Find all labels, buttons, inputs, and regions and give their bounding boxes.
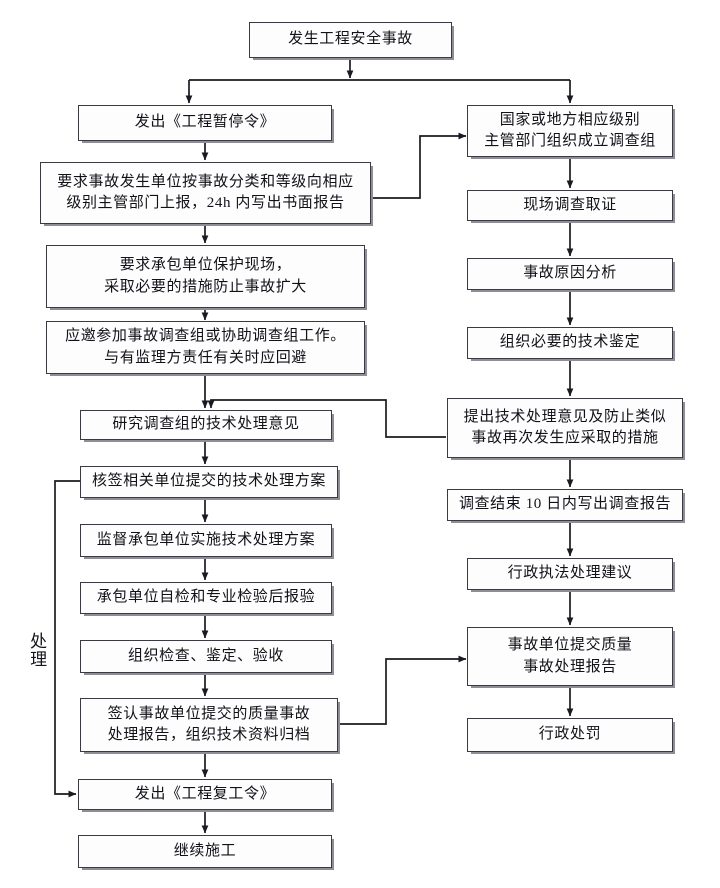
node-propose-measures[interactable]: 提出技术处理意见及防止类似 事故再次发生应采取的措施 — [447, 398, 683, 458]
node-accident-occurs[interactable]: 发生工程安全事故 — [249, 22, 452, 58]
node-unit-submit-quality-report[interactable]: 事故单位提交质量 事故处理报告 — [467, 627, 673, 686]
edge-n3-r1 — [371, 132, 467, 199]
node-self-inspection[interactable]: 承包单位自检和专业检验后报验 — [80, 582, 332, 614]
node-line-1: 现场调查取证 — [523, 196, 617, 213]
node-line-1: 国家或地方相应级别 — [499, 111, 641, 128]
node-administrative-penalty[interactable]: 行政处罚 — [467, 718, 673, 752]
node-line-2: 级别主管部门上报，24h 内写出书面报告 — [66, 195, 345, 211]
node-organize-inspection-acceptance[interactable]: 组织检查、鉴定、验收 — [80, 640, 332, 673]
node-line-1: 发生工程安全事故 — [288, 31, 413, 48]
node-line-1: 组织必要的技术鉴定 — [499, 334, 641, 351]
node-countersign-technical-plan[interactable]: 核签相关单位提交的技术处理方案 — [80, 466, 338, 498]
node-establish-investigation-group[interactable]: 国家或地方相应级别 主管部门组织成立调查组 — [467, 105, 673, 157]
node-site-investigation[interactable]: 现场调查取证 — [467, 190, 673, 221]
node-line-2: 采取必要的措施防止事故扩大 — [104, 278, 307, 295]
node-line-1: 发出《工程暂停令》 — [134, 114, 276, 131]
edge-n7-n12-loop — [54, 480, 80, 798]
node-cause-analysis[interactable]: 事故原因分析 — [467, 258, 673, 290]
node-line-1: 事故单位提交质量 — [507, 637, 633, 654]
node-line-1: 要求事故发生单位按事故分类和等级向相应 — [57, 173, 354, 190]
node-sign-report-archive[interactable]: 签认事故单位提交的质量事故 处理报告，组织技术资料归档 — [80, 698, 338, 752]
node-line-1: 承包单位自检和专业检验后报验 — [96, 589, 316, 606]
node-line-1: 行政处罚 — [538, 726, 602, 743]
node-issue-suspension-order[interactable]: 发出《工程暂停令》 — [78, 105, 332, 141]
node-line-1: 发出《工程复工令》 — [134, 785, 276, 802]
node-law-enforcement-suggestion[interactable]: 行政执法处理建议 — [467, 558, 673, 590]
node-line-2: 事故再次发生应采取的措施 — [471, 430, 659, 446]
node-line-1: 应邀参加事故调查组或协助调查组工作。 — [65, 328, 346, 345]
node-supervise-implementation[interactable]: 监督承包单位实施技术处理方案 — [80, 524, 332, 557]
node-line-2: 与有监理方责任有关时应回避 — [104, 349, 307, 366]
node-line-1: 研究调查组的技术处理意见 — [112, 416, 300, 433]
node-investigation-report-10days[interactable]: 调查结束 10 日内写出调查报告 — [447, 489, 683, 521]
node-line-2: 主管部门组织成立调查组 — [484, 133, 656, 149]
node-issue-resumption-order[interactable]: 发出《工程复工令》 — [78, 779, 332, 810]
node-study-technical-opinion[interactable]: 研究调查组的技术处理意见 — [80, 410, 332, 440]
node-line-1: 行政执法处理建议 — [507, 565, 633, 582]
node-line-1: 监督承包单位实施技术处理方案 — [96, 531, 316, 548]
node-line-2: 事故处理报告 — [523, 658, 617, 675]
node-line-2: 处理报告，组织技术资料归档 — [107, 727, 311, 743]
node-line-1: 继续施工 — [173, 842, 237, 859]
node-line-1: 提出技术处理意见及防止类似 — [463, 408, 667, 425]
node-report-to-authority[interactable]: 要求事故发生单位按事故分类和等级向相应 级别主管部门上报，24h 内写出书面报告 — [40, 162, 371, 224]
node-line-1: 事故原因分析 — [523, 265, 617, 282]
node-continue-construction[interactable]: 继续施工 — [78, 835, 332, 868]
node-technical-appraisal[interactable]: 组织必要的技术鉴定 — [467, 327, 673, 359]
node-line-1: 签认事故单位提交的质量事故 — [107, 705, 311, 722]
node-protect-site[interactable]: 要求承包单位保护现场， 采取必要的措施防止事故扩大 — [46, 245, 365, 308]
node-line-1: 调查结束 10 日内写出调查报告 — [458, 496, 672, 513]
node-line-1: 核签相关单位提交的技术处理方案 — [91, 473, 326, 490]
edge-n11-r8 — [338, 655, 467, 725]
node-line-1: 要求承包单位保护现场， — [119, 257, 292, 274]
side-label-processing: 处理 — [27, 632, 47, 668]
node-join-investigation-group[interactable]: 应邀参加事故调查组或协助调查组工作。 与有监理方责任有关时应回避 — [46, 321, 365, 374]
node-line-1: 组织检查、鉴定、验收 — [127, 647, 284, 664]
